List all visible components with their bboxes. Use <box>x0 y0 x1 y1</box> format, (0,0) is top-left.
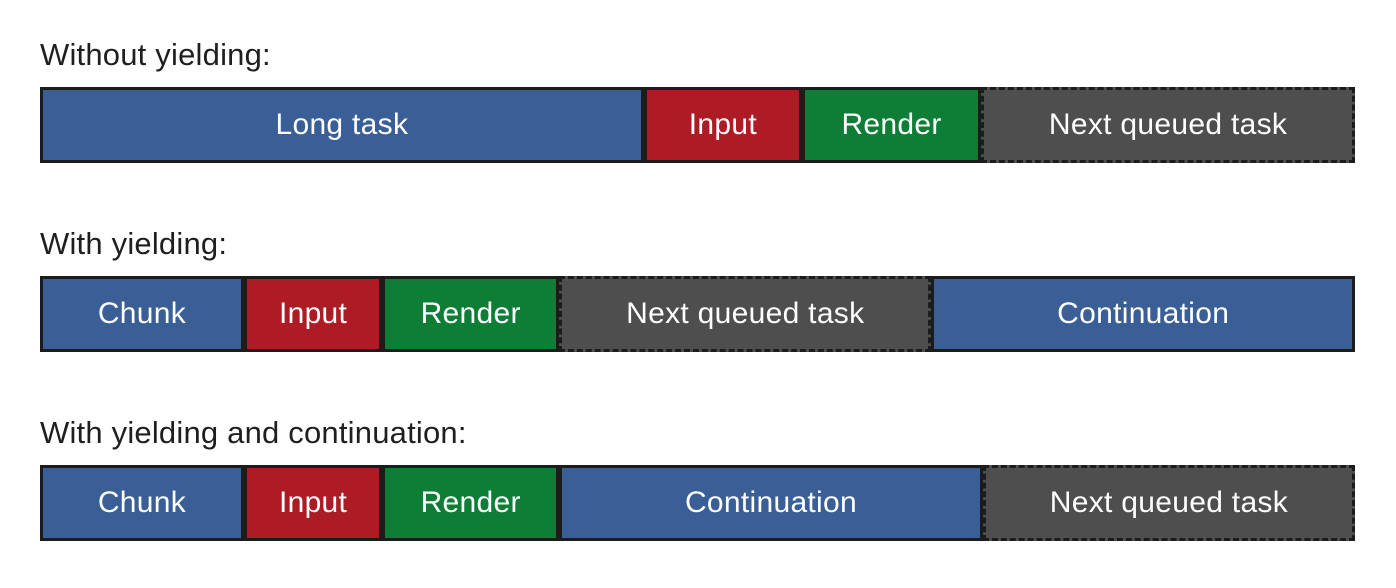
segment-continuation: Continuation <box>559 465 983 541</box>
segment-render: Render <box>382 465 560 541</box>
timeline-bar: Chunk Input Render Next queued task Continua… <box>40 276 1355 352</box>
segment-label: Input <box>278 297 348 330</box>
segment-label: Continuation <box>1057 297 1230 330</box>
segment-label: Render <box>841 108 942 141</box>
segment-label: Input <box>278 486 348 519</box>
segment-label: Next queued task <box>1048 108 1288 141</box>
timeline-bar: Long task Input Render Next queued task <box>40 87 1356 163</box>
timeline-row-with-yielding: With yielding: Chunk Input Render Next queue… <box>40 225 1355 352</box>
segment-next-queued-task: Next queued task <box>981 87 1356 163</box>
segment-chunk: Chunk <box>40 276 244 352</box>
segment-chunk: Chunk <box>40 465 244 541</box>
row-heading: With yielding and continuation: <box>40 415 467 450</box>
segment-label: Long task <box>275 108 409 141</box>
segment-next-queued-task: Next queued task <box>559 276 932 352</box>
timeline-row-with-yielding-and-continuation: With yielding and continuation: Chunk Inpu… <box>40 414 1355 541</box>
segment-label: Chunk <box>97 297 187 330</box>
segment-label: Input <box>688 108 758 141</box>
segment-render: Render <box>382 276 560 352</box>
row-heading: Without yielding: <box>40 37 271 72</box>
segment-label: Render <box>420 486 521 519</box>
segment-input: Input <box>643 87 803 163</box>
segment-input: Input <box>243 465 383 541</box>
segment-input: Input <box>243 276 383 352</box>
row-heading: With yielding: <box>40 226 228 261</box>
segment-label: Render <box>420 297 521 330</box>
segment-label: Continuation <box>684 486 857 519</box>
segment-next-queued-task: Next queued task <box>982 465 1355 541</box>
segment-label: Next queued task <box>1049 486 1289 519</box>
segment-label: Next queued task <box>626 297 865 330</box>
segment-render: Render <box>802 87 982 163</box>
segment-continuation: Continuation <box>931 276 1355 352</box>
segment-long-task: Long task <box>40 87 644 163</box>
segment-label: Chunk <box>97 486 187 519</box>
timeline-bar: Chunk Input Render Continuation Next queued … <box>40 465 1355 541</box>
timeline-row-without-yielding: Without yielding: Long task Input Render Nex… <box>40 36 1356 163</box>
